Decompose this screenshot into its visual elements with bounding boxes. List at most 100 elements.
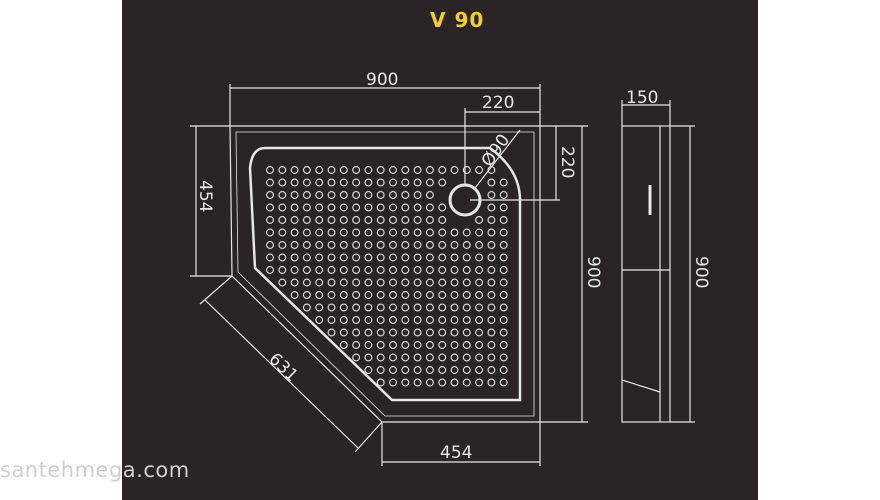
drain-hole [266,228,274,237]
drain-hole [339,228,348,237]
drain-hole [499,353,508,362]
drain-hole [327,316,336,324]
drain-hole [339,203,348,212]
drain-hole [364,228,373,237]
drain-hole [389,266,397,274]
tray-outline [229,125,541,423]
drain-hole [376,241,385,249]
drain-hole [499,341,508,349]
drain-hole [438,253,447,262]
drain-hole [290,266,299,274]
drain-hole [389,253,397,262]
drain-hole [266,166,274,174]
drain-hole [302,303,311,312]
drain-hole [376,291,385,299]
drain-hole [487,328,496,337]
drain-hole [450,341,459,349]
drain-hole [438,228,447,237]
drain-hole [487,191,496,199]
drain-hole [278,216,287,224]
drain-hole [487,341,496,349]
drain-hole [339,253,348,262]
drain-hole [266,241,274,249]
drain-hole [327,278,336,287]
drain-hole [413,203,422,212]
drain-hole [499,253,508,262]
drain-hole [450,353,459,362]
model-title: V 90 [430,8,485,32]
drain-hole [302,266,311,274]
drain-hole [450,241,459,249]
drain-hole [462,316,471,324]
drain-hole [413,166,422,174]
drain-hole [290,278,299,287]
drain-hole [302,203,311,212]
drain-hole [315,266,324,274]
drain-hole [425,241,434,249]
drain-hole [315,303,324,312]
drain-hole [425,178,434,187]
drain-hole [413,366,422,374]
drain-hole [339,278,348,287]
drain-hole [352,191,361,199]
drain-hole [413,228,422,237]
watermark-text: santehmega.com [0,458,190,482]
drain-hole [302,166,311,174]
drain-hole [315,216,324,224]
drain-hole [487,316,496,324]
drain-hole [438,291,447,299]
drain-hole [389,353,397,362]
drain-hole [487,166,496,174]
drain-hole [475,378,484,387]
drain-hole [352,166,361,174]
drain-hole [266,253,274,262]
drain-hole [315,291,324,299]
drain-hole [327,266,336,274]
drain-hole [352,203,361,212]
drain-hole [315,253,324,262]
drain-hole [425,278,434,287]
drain-hole [487,266,496,274]
drain-hole [290,216,299,224]
drain-hole [278,278,287,287]
drain-hole [425,228,434,237]
drain-hole [364,241,373,249]
drain-hole [339,316,348,324]
drain-hole [475,228,484,237]
drain-hole [499,278,508,287]
drain-hole [499,228,508,237]
drain-hole [487,178,496,187]
drain-hole [499,366,508,374]
drain-hole [401,378,410,387]
drain-hole [450,253,459,262]
drain-hole [389,378,397,387]
drain-hole [450,328,459,337]
drain-hole [339,178,348,187]
drain-hole [462,241,471,249]
drain-hole [487,378,496,387]
drain-hole [475,278,484,287]
drain-hole [315,178,324,187]
drain-hole [401,366,410,374]
drain-hole [376,366,385,374]
drain-hole [339,266,348,274]
drain-hole [401,328,410,337]
drain-hole [364,266,373,274]
drain-hole [352,341,361,349]
drain-hole [401,266,410,274]
drain-hole [278,191,287,199]
drain-hole [425,303,434,312]
drain-hole [413,378,422,387]
drain-hole [302,241,311,249]
drain-hole [389,203,397,212]
drain-hole [327,328,336,337]
drain-hole [376,253,385,262]
drain-hole [339,341,348,349]
drain-hole [302,291,311,299]
label-drain-offset-x: 220 [482,93,514,113]
drain-hole [339,216,348,224]
drain-hole [327,191,336,199]
label-diagonal: 631 [265,349,302,386]
drain-hole [389,341,397,349]
